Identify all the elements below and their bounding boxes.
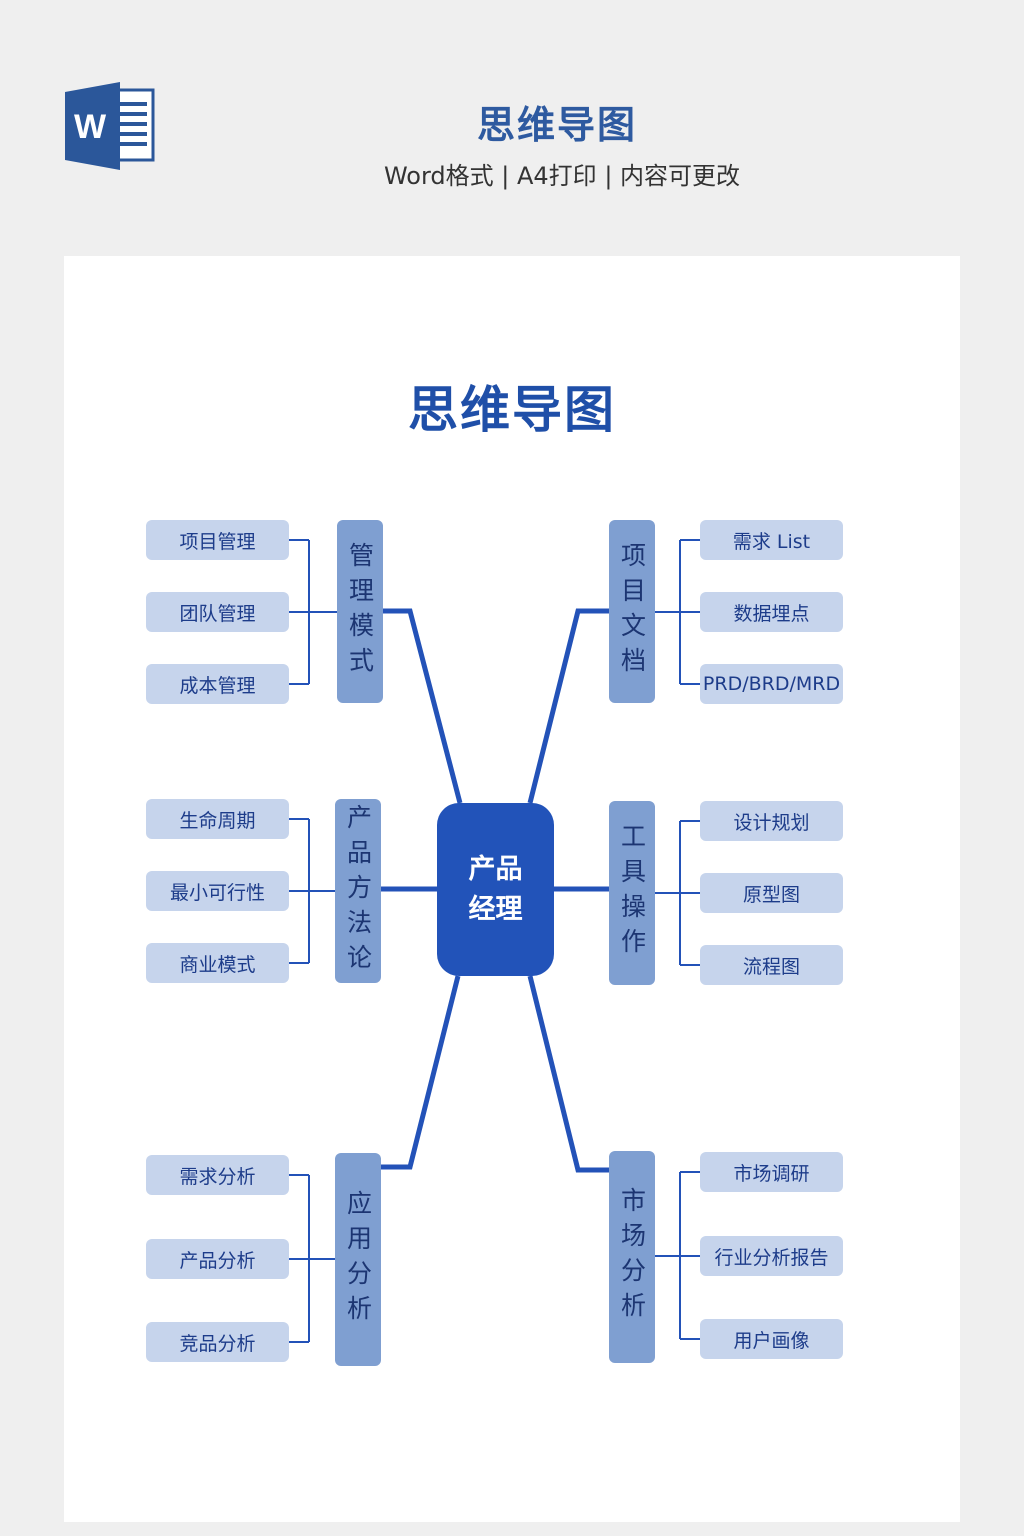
leaf-node: 数据埋点 [700, 592, 843, 632]
trunk-line [527, 608, 609, 804]
trunk-line [382, 608, 463, 804]
leaf-node: 生命周期 [146, 799, 289, 839]
branch-node: 应用分析 [335, 1153, 381, 1366]
leaf-node: PRD/BRD/MRD [700, 664, 843, 704]
leaf-node: 设计规划 [700, 801, 843, 841]
word-logo-icon: W [65, 82, 155, 170]
leaf-node: 商业模式 [146, 943, 289, 983]
document-title: 思维导图 [408, 380, 616, 439]
trunk-line [527, 975, 609, 1173]
leaf-node: 竞品分析 [146, 1322, 289, 1362]
center-node: 产品经理 [437, 803, 554, 976]
leaf-node: 行业分析报告 [700, 1236, 843, 1276]
leaf-node: 流程图 [700, 945, 843, 985]
leaf-node: 团队管理 [146, 592, 289, 632]
branch-node: 产品方法论 [335, 799, 381, 983]
leaf-node: 原型图 [700, 873, 843, 913]
leaf-node: 需求分析 [146, 1155, 289, 1195]
header-title: 思维导图 [476, 103, 637, 147]
branch-node: 项目文档 [609, 520, 655, 703]
header-subtitle: Word格式 | A4打印 | 内容可更改 [383, 162, 741, 190]
leaf-node: 需求 List [700, 520, 843, 560]
leaf-node: 用户画像 [700, 1319, 843, 1359]
branch-node: 工具操作 [609, 801, 655, 985]
center-label: 产品经理 [468, 853, 523, 925]
leaf-node: 项目管理 [146, 520, 289, 560]
branch-node: 市场分析 [609, 1151, 655, 1363]
leaf-node: 市场调研 [700, 1152, 843, 1192]
leaf-node: 产品分析 [146, 1239, 289, 1279]
svg-text:W: W [74, 108, 107, 146]
trunk-line [380, 975, 461, 1170]
branch-node: 管理模式 [337, 520, 383, 703]
leaf-node: 成本管理 [146, 664, 289, 704]
leaf-node: 最小可行性 [146, 871, 289, 911]
